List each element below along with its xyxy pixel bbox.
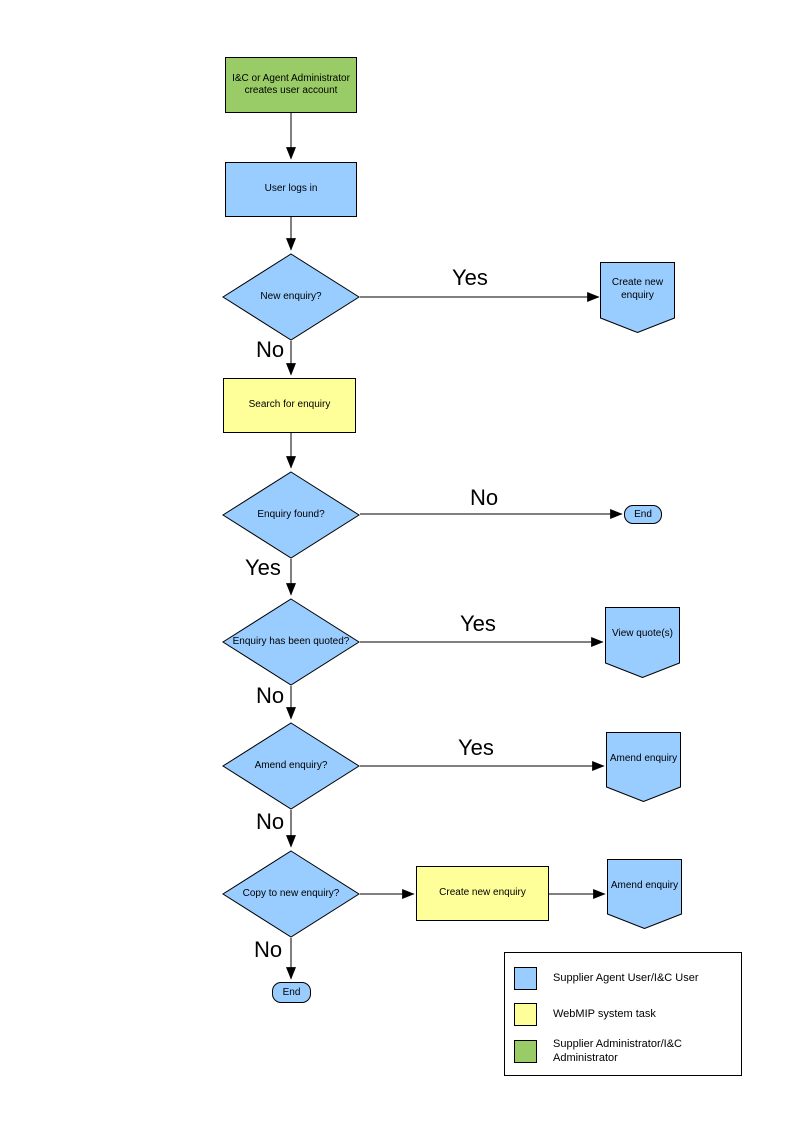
flow-node-view-quotes: View quote(s) (605, 607, 680, 678)
legend-swatch-blue (514, 967, 537, 990)
flow-node-amend-enquiry-2-label: Amend enquiry (610, 880, 679, 892)
flow-node-amend-enquiry-1-label: Amend enquiry (609, 753, 678, 765)
legend-swatch-green (514, 1039, 537, 1063)
diamond-shape (222, 471, 360, 559)
edge-label-copy-to-new-no: No (254, 937, 283, 962)
flow-terminal-end-2-label: End (282, 987, 301, 998)
edge-label-enquiry-quoted-no: No (256, 683, 285, 708)
flow-node-create-account-label: I&C or Agent Administrator creates user … (232, 72, 350, 97)
flow-terminal-end-2: End (272, 982, 311, 1003)
flow-node-search-for-enquiry: Search for enquiry (223, 378, 356, 433)
legend-label: WebMIP system task (553, 1008, 656, 1021)
flow-node-create-account: I&C or Agent Administrator creates user … (225, 57, 357, 113)
flow-decision-enquiry-found: Enquiry found? (222, 471, 360, 559)
legend-swatch-yellow (514, 1003, 537, 1026)
flow-node-amend-enquiry-1: Amend enquiry (606, 732, 681, 802)
edge-label-new-enquiry-no: No (256, 337, 285, 362)
edge-label-enquiry-found-yes: Yes (245, 555, 281, 580)
flow-decision-amend-enquiry: Amend enquiry? (222, 722, 360, 810)
pentagon-shape (605, 607, 680, 678)
flow-node-user-login-label: User logs in (264, 183, 318, 195)
flow-node-create-new-enquiry-result: Create new enquiry (600, 262, 675, 333)
flow-decision-copy-to-new: Copy to new enquiry? (222, 850, 360, 938)
flow-node-amend-enquiry-2: Amend enquiry (607, 859, 682, 929)
legend-label: Supplier Administrator/I&C Administrator (553, 1038, 682, 1065)
flow-node-user-login: User logs in (225, 162, 357, 217)
edge-label-amend-enquiry-yes: Yes (458, 735, 494, 760)
legend-label: Supplier Agent User/I&C User (553, 972, 699, 985)
edge-label-enquiry-found-no: No (470, 485, 499, 510)
flow-node-create-new-enquiry-task-label: Create new enquiry (439, 887, 526, 899)
edge-label-amend-enquiry-no: No (256, 809, 285, 834)
flow-node-create-new-enquiry-task: Create new enquiry (416, 866, 549, 921)
diamond-shape (222, 850, 360, 938)
flow-decision-enquiry-quoted-label: Enquiry has been quoted? (232, 635, 350, 647)
edge-label-enquiry-quoted-yes: Yes (460, 611, 496, 636)
legend-item-supplier-agent-user: Supplier Agent User/I&C User (514, 967, 733, 990)
legend-item-webmip-system-task: WebMIP system task (514, 1003, 733, 1026)
flow-node-search-for-enquiry-label: Search for enquiry (248, 399, 331, 411)
flow-decision-enquiry-quoted: Enquiry has been quoted? (222, 598, 360, 686)
edge-label-new-enquiry-yes: Yes (452, 265, 488, 290)
flow-decision-new-enquiry-label: New enquiry? (260, 290, 322, 302)
flow-decision-new-enquiry: New enquiry? (222, 253, 360, 341)
diamond-shape (222, 722, 360, 810)
flow-terminal-end-1-label: End (634, 509, 652, 520)
flow-decision-amend-enquiry-label: Amend enquiry? (254, 759, 328, 771)
pentagon-shape (600, 262, 675, 333)
diamond-shape (222, 253, 360, 341)
legend: Supplier Agent User/I&C User WebMIP syst… (504, 952, 742, 1076)
diamond-shape (222, 598, 360, 686)
pentagon-shape (607, 859, 682, 929)
flow-node-view-quotes-label: View quote(s) (612, 628, 673, 640)
flow-decision-copy-to-new-label: Copy to new enquiry? (242, 887, 340, 899)
pentagon-shape (606, 732, 681, 802)
flow-decision-enquiry-found-label: Enquiry found? (257, 508, 325, 520)
flow-terminal-end-1: End (624, 505, 662, 524)
legend-item-supplier-administrator: Supplier Administrator/I&C Administrator (514, 1037, 733, 1066)
flow-node-create-new-enquiry-result-label: Create new enquiry (611, 277, 664, 301)
